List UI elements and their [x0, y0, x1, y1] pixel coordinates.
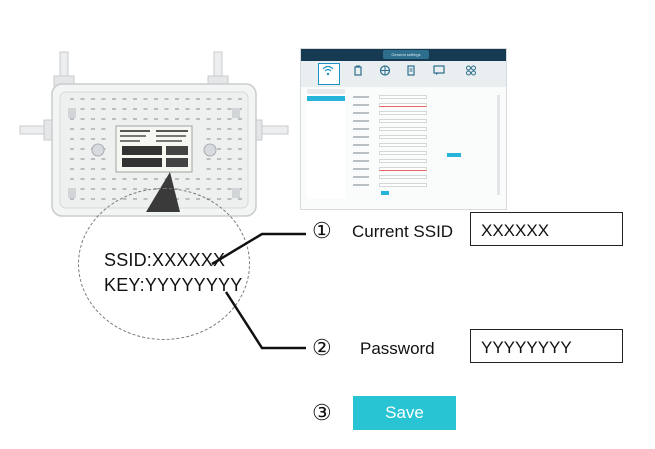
mini-save-button: [381, 191, 389, 195]
globe-icon: [379, 65, 391, 76]
antenna-left-side: [19, 119, 55, 141]
current-ssid-field[interactable]: XXXXXX: [470, 212, 623, 246]
document-icon: [407, 65, 415, 76]
antenna-left-top: [53, 51, 75, 87]
chat-icon: [433, 65, 445, 75]
mini-icon-bar: [301, 61, 506, 87]
save-button[interactable]: Save: [353, 396, 456, 430]
settings-screenshot: General settings: [300, 48, 507, 210]
step-1-number: ①: [312, 218, 332, 243]
password-field[interactable]: YYYYYYYY: [470, 329, 623, 363]
antenna-right-side: [251, 119, 289, 141]
step-3-number: ③: [312, 400, 332, 425]
sticker-ssid-text: SSID:XXXXXX: [104, 250, 226, 270]
antenna-right-top: [207, 51, 229, 87]
grid-icon: [466, 65, 476, 76]
router-icon: [354, 65, 362, 76]
router-sticker: [115, 125, 193, 173]
current-ssid-label: Current SSID: [352, 222, 454, 241]
sticker-key-text: KEY:YYYYYYYY: [104, 275, 243, 295]
password-label: Password: [360, 339, 435, 358]
mini-title: General settings: [391, 52, 421, 57]
mini-side-button: [447, 153, 461, 157]
mini-sidebar: [307, 89, 345, 199]
mini-scrollbar: [497, 95, 500, 195]
wifi-icon: [322, 65, 334, 76]
mini-topbar: General settings: [301, 49, 506, 61]
router-illustration: [19, 51, 289, 217]
step-2-number: ②: [312, 335, 332, 360]
mini-content: [301, 87, 506, 209]
